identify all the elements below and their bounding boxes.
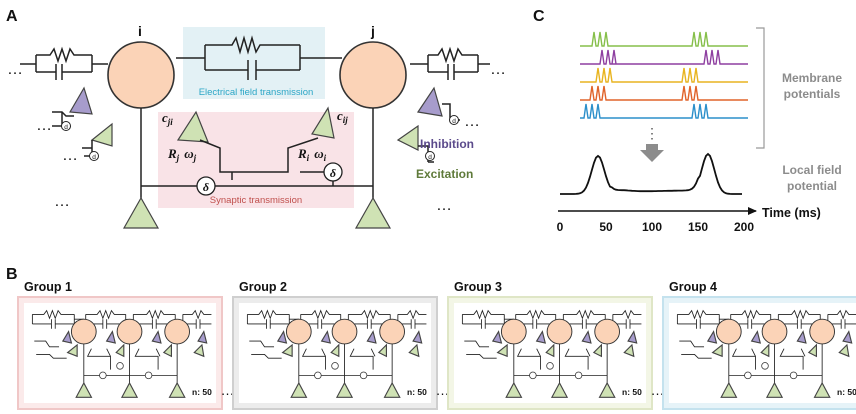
svg-text:δ: δ — [330, 166, 336, 180]
synapse-ji-cell — [176, 110, 209, 143]
lfp-label-2: potential — [787, 179, 837, 193]
membrane-trace — [580, 49, 748, 65]
group-count: n: 50 — [837, 387, 856, 397]
group-count: n: 50 — [192, 387, 212, 397]
group-label: Group 2 — [239, 280, 287, 294]
left-external-rc: … — [7, 46, 108, 80]
groups: Group 1n: 50…Group 2n: 50…Group 3n: 50…G… — [17, 280, 856, 410]
group-label: Group 3 — [454, 280, 502, 294]
svg-text:d: d — [64, 124, 68, 131]
electrical-label: Electrical field transmission — [199, 87, 314, 98]
neuron-i-output — [122, 196, 160, 229]
time-tick-label: 200 — [734, 220, 754, 234]
neuron-j-label: j — [370, 23, 375, 39]
group-1: Group 1 n: 50 — [17, 280, 223, 410]
time-tick-label: 50 — [599, 220, 613, 234]
group-label: Group 4 — [669, 280, 717, 294]
time-tick-label: 150 — [688, 220, 708, 234]
neuron-j-output — [354, 196, 392, 229]
left-inputs: d d … … … — [36, 86, 113, 210]
membrane-bracket — [756, 27, 765, 149]
electrical-rc: Electrical field transmission — [176, 35, 342, 98]
inhibition-label: Inhibition — [420, 137, 474, 151]
membrane-label-1: Membrane — [782, 71, 842, 85]
svg-text:d: d — [452, 118, 456, 125]
trace-ellipsis: ⋮ — [645, 125, 659, 141]
membrane-trace — [580, 67, 748, 83]
membrane-traces — [580, 31, 748, 119]
membrane-trace — [580, 85, 748, 101]
delay-node-left — [196, 176, 216, 196]
panel-a: A … Electrical field transmission … i — [6, 8, 506, 229]
right-inputs: d d … … Inhibition Excitation — [396, 86, 480, 214]
group-4: Group 4 n: 50 — [662, 280, 856, 410]
svg-text:…: … — [54, 193, 70, 210]
neuron-i-soma — [107, 41, 175, 109]
svg-text:d: d — [92, 154, 96, 161]
delay-node-right — [323, 162, 343, 182]
group-2: Group 2 n: 50 — [232, 280, 438, 410]
group-label: Group 1 — [24, 280, 72, 294]
panel-label-a: A — [6, 8, 18, 25]
panel-c: C Membrane potentials ⋮ Local field pote… — [533, 8, 842, 234]
membrane-trace — [580, 103, 748, 119]
panel-label-b: B — [6, 266, 18, 283]
synaptic-label: Synaptic transmission — [210, 195, 302, 206]
svg-text:…: … — [62, 147, 78, 164]
panel-label-c: C — [533, 8, 545, 25]
svg-text:d: d — [428, 154, 432, 161]
right-ellipsis: … — [490, 61, 506, 78]
svg-text:δ: δ — [203, 180, 209, 194]
group-separator: … — [436, 382, 450, 398]
left-ellipsis: … — [7, 61, 23, 78]
svg-text:…: … — [436, 197, 452, 214]
synapse-ij-cell — [311, 106, 335, 139]
svg-text:…: … — [464, 113, 480, 130]
group-count: n: 50 — [622, 387, 642, 397]
time-tick-label: 0 — [557, 220, 564, 234]
time-tick-label: 100 — [642, 220, 662, 234]
lfp-label-1: Local field — [782, 163, 841, 177]
neuron-j-soma — [339, 41, 407, 109]
group-separator: … — [221, 382, 235, 398]
membrane-trace — [580, 31, 748, 47]
lfp-trace — [560, 152, 742, 195]
neuron-i-label: i — [138, 23, 142, 39]
excitatory-cell — [396, 124, 419, 151]
group-3: Group 3 n: 50 — [447, 280, 653, 410]
group-count: n: 50 — [407, 387, 427, 397]
time-axis-label: Time (ms) — [762, 206, 821, 220]
inhibitory-cell — [416, 86, 443, 117]
c-ji-label: cji — [162, 110, 173, 127]
membrane-label-2: potentials — [784, 87, 841, 101]
excitation-label: Excitation — [416, 167, 473, 181]
electrical-field-region — [183, 27, 325, 99]
time-axis-ticks: 0 50 100 150 200 — [557, 220, 755, 234]
group-separator: … — [651, 382, 665, 398]
c-ij-label: cij — [337, 108, 348, 125]
panel-b: B Group 1 n: 50 … Group 2 n: 50 … Group 3 n: 50… — [6, 266, 856, 410]
svg-text:…: … — [36, 117, 52, 134]
right-external-rc: … — [410, 46, 506, 80]
down-arrow — [640, 150, 664, 162]
